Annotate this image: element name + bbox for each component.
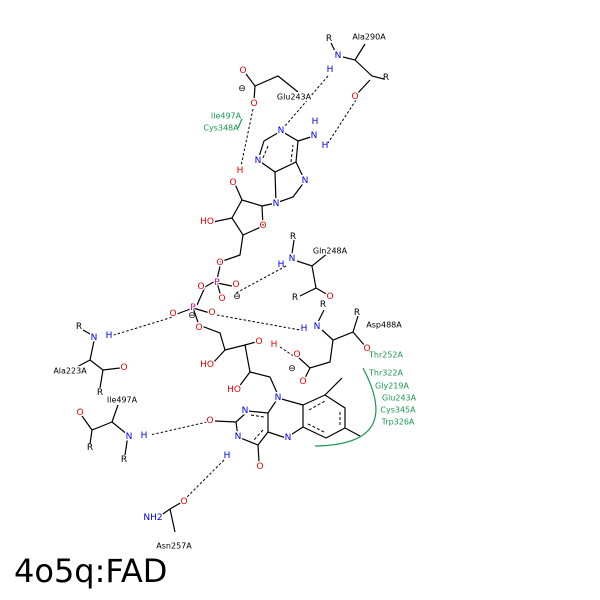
hydrophobic-contact-top xyxy=(237,118,243,129)
atom-n: N xyxy=(242,406,249,416)
residue-label-ala223: Ala223A xyxy=(53,367,87,376)
atom-o: O xyxy=(363,344,370,354)
residue-atom-labels: R N H R O O O ⊖ R N H R O R N H R O O O … xyxy=(75,34,389,525)
atom-o: O xyxy=(208,308,215,318)
diagram-title: 4o5q:FAD xyxy=(14,552,168,590)
atom-ho: HO xyxy=(227,385,241,395)
atom-h: H xyxy=(301,324,308,334)
atom-o: O xyxy=(351,92,358,102)
atom-labels: N N N N N H H O O H HO O P O O ⊖ O P O O… xyxy=(168,117,329,474)
r-group: R xyxy=(383,73,389,83)
hydrophobic-label: Trp326A xyxy=(381,418,415,427)
hydrophobic-label: Ile497A xyxy=(211,112,242,121)
hydrogen-bonds xyxy=(113,75,357,503)
atom-n: N xyxy=(311,131,318,141)
atom-o: O xyxy=(326,292,333,302)
atom-o: O xyxy=(120,363,127,373)
r-group: R xyxy=(121,455,127,465)
ligand-bonds xyxy=(176,130,361,463)
atom-o: O xyxy=(299,377,306,387)
atom-o: O xyxy=(229,178,236,188)
residue-label-asn257: Asn257A xyxy=(156,542,192,551)
atom-o: O xyxy=(197,282,204,292)
charge-minus: ⊖ xyxy=(188,311,196,321)
hydrophobic-label: Thr252A xyxy=(368,351,404,360)
atom-o: O xyxy=(218,294,225,304)
atom-o: O xyxy=(259,221,266,231)
residue-labels: Ala290A Glu243A Gln248A Asp488A Ala223A … xyxy=(52,31,417,552)
atom-h: H xyxy=(141,431,148,441)
atom-o: O xyxy=(255,337,262,347)
hydrophobic-label: Cys345A xyxy=(380,406,416,415)
atom-ho: HO xyxy=(200,360,214,370)
atom-n: N xyxy=(91,333,98,343)
atom-h: H xyxy=(327,65,334,75)
charge-minus: ⊖ xyxy=(233,292,241,302)
atom-n: N xyxy=(314,322,321,332)
atom-h: H xyxy=(106,331,113,341)
r-group: R xyxy=(76,322,82,332)
r-group: R xyxy=(97,388,103,398)
hydrophobic-label: Cys348A xyxy=(203,124,239,133)
residue-label-ala290: Ala290A xyxy=(352,33,386,42)
r-group: R xyxy=(290,232,296,242)
atom-o: O xyxy=(250,99,257,109)
atom-n: N xyxy=(289,254,296,264)
atom-h: H xyxy=(312,117,319,127)
atom-n: N xyxy=(285,433,292,443)
atom-n: N xyxy=(126,432,133,442)
atom-n: N xyxy=(255,156,262,166)
atom-o: O xyxy=(239,66,246,76)
residue-label-gln248: Gln248A xyxy=(313,247,348,256)
atom-n: N xyxy=(335,51,342,61)
r-group: R xyxy=(320,300,326,310)
atom-o: O xyxy=(180,497,187,507)
atom-n: N xyxy=(235,432,242,442)
atom-o: O xyxy=(293,350,300,360)
atom-h: H xyxy=(237,166,244,176)
residue-bonds xyxy=(74,42,385,533)
atom-o: O xyxy=(76,408,83,418)
atom-o: O xyxy=(169,309,176,319)
atom-p: P xyxy=(190,303,196,313)
r-group: R xyxy=(87,443,93,453)
residue-label-glu243: Glu243A xyxy=(277,93,312,102)
hydrophobic-contact-right xyxy=(314,367,377,447)
r-group: R xyxy=(354,308,360,318)
atom-p: P xyxy=(214,278,220,288)
charge-minus: ⊖ xyxy=(238,84,246,94)
r-group: R xyxy=(292,293,298,303)
charge-minus: ⊖ xyxy=(288,364,296,374)
atom-h: H xyxy=(224,451,231,461)
atom-h: H xyxy=(278,260,285,270)
residue-label-ile497: Ile497A xyxy=(107,396,138,405)
atom-o: O xyxy=(232,280,239,290)
atom-nh2: NH2 xyxy=(143,513,162,523)
hydrophobic-label: Thr322A xyxy=(368,369,404,378)
atom-n: N xyxy=(273,199,280,209)
atom-n: N xyxy=(275,393,282,403)
atom-ho: HO xyxy=(200,217,214,227)
hydrophobic-label: Glu243A xyxy=(382,394,417,403)
atom-o: O xyxy=(195,323,202,333)
atom-o: O xyxy=(216,258,223,268)
atom-o: O xyxy=(206,416,213,426)
atom-n: N xyxy=(302,176,309,186)
r-group: R xyxy=(326,34,332,44)
hydrophobic-label: Gly219A xyxy=(375,382,409,391)
residue-label-asp488: Asp488A xyxy=(366,321,402,330)
atom-h: H xyxy=(271,340,278,350)
atom-n: N xyxy=(278,126,285,136)
atom-h: H xyxy=(322,141,329,151)
atom-o: O xyxy=(256,462,263,472)
